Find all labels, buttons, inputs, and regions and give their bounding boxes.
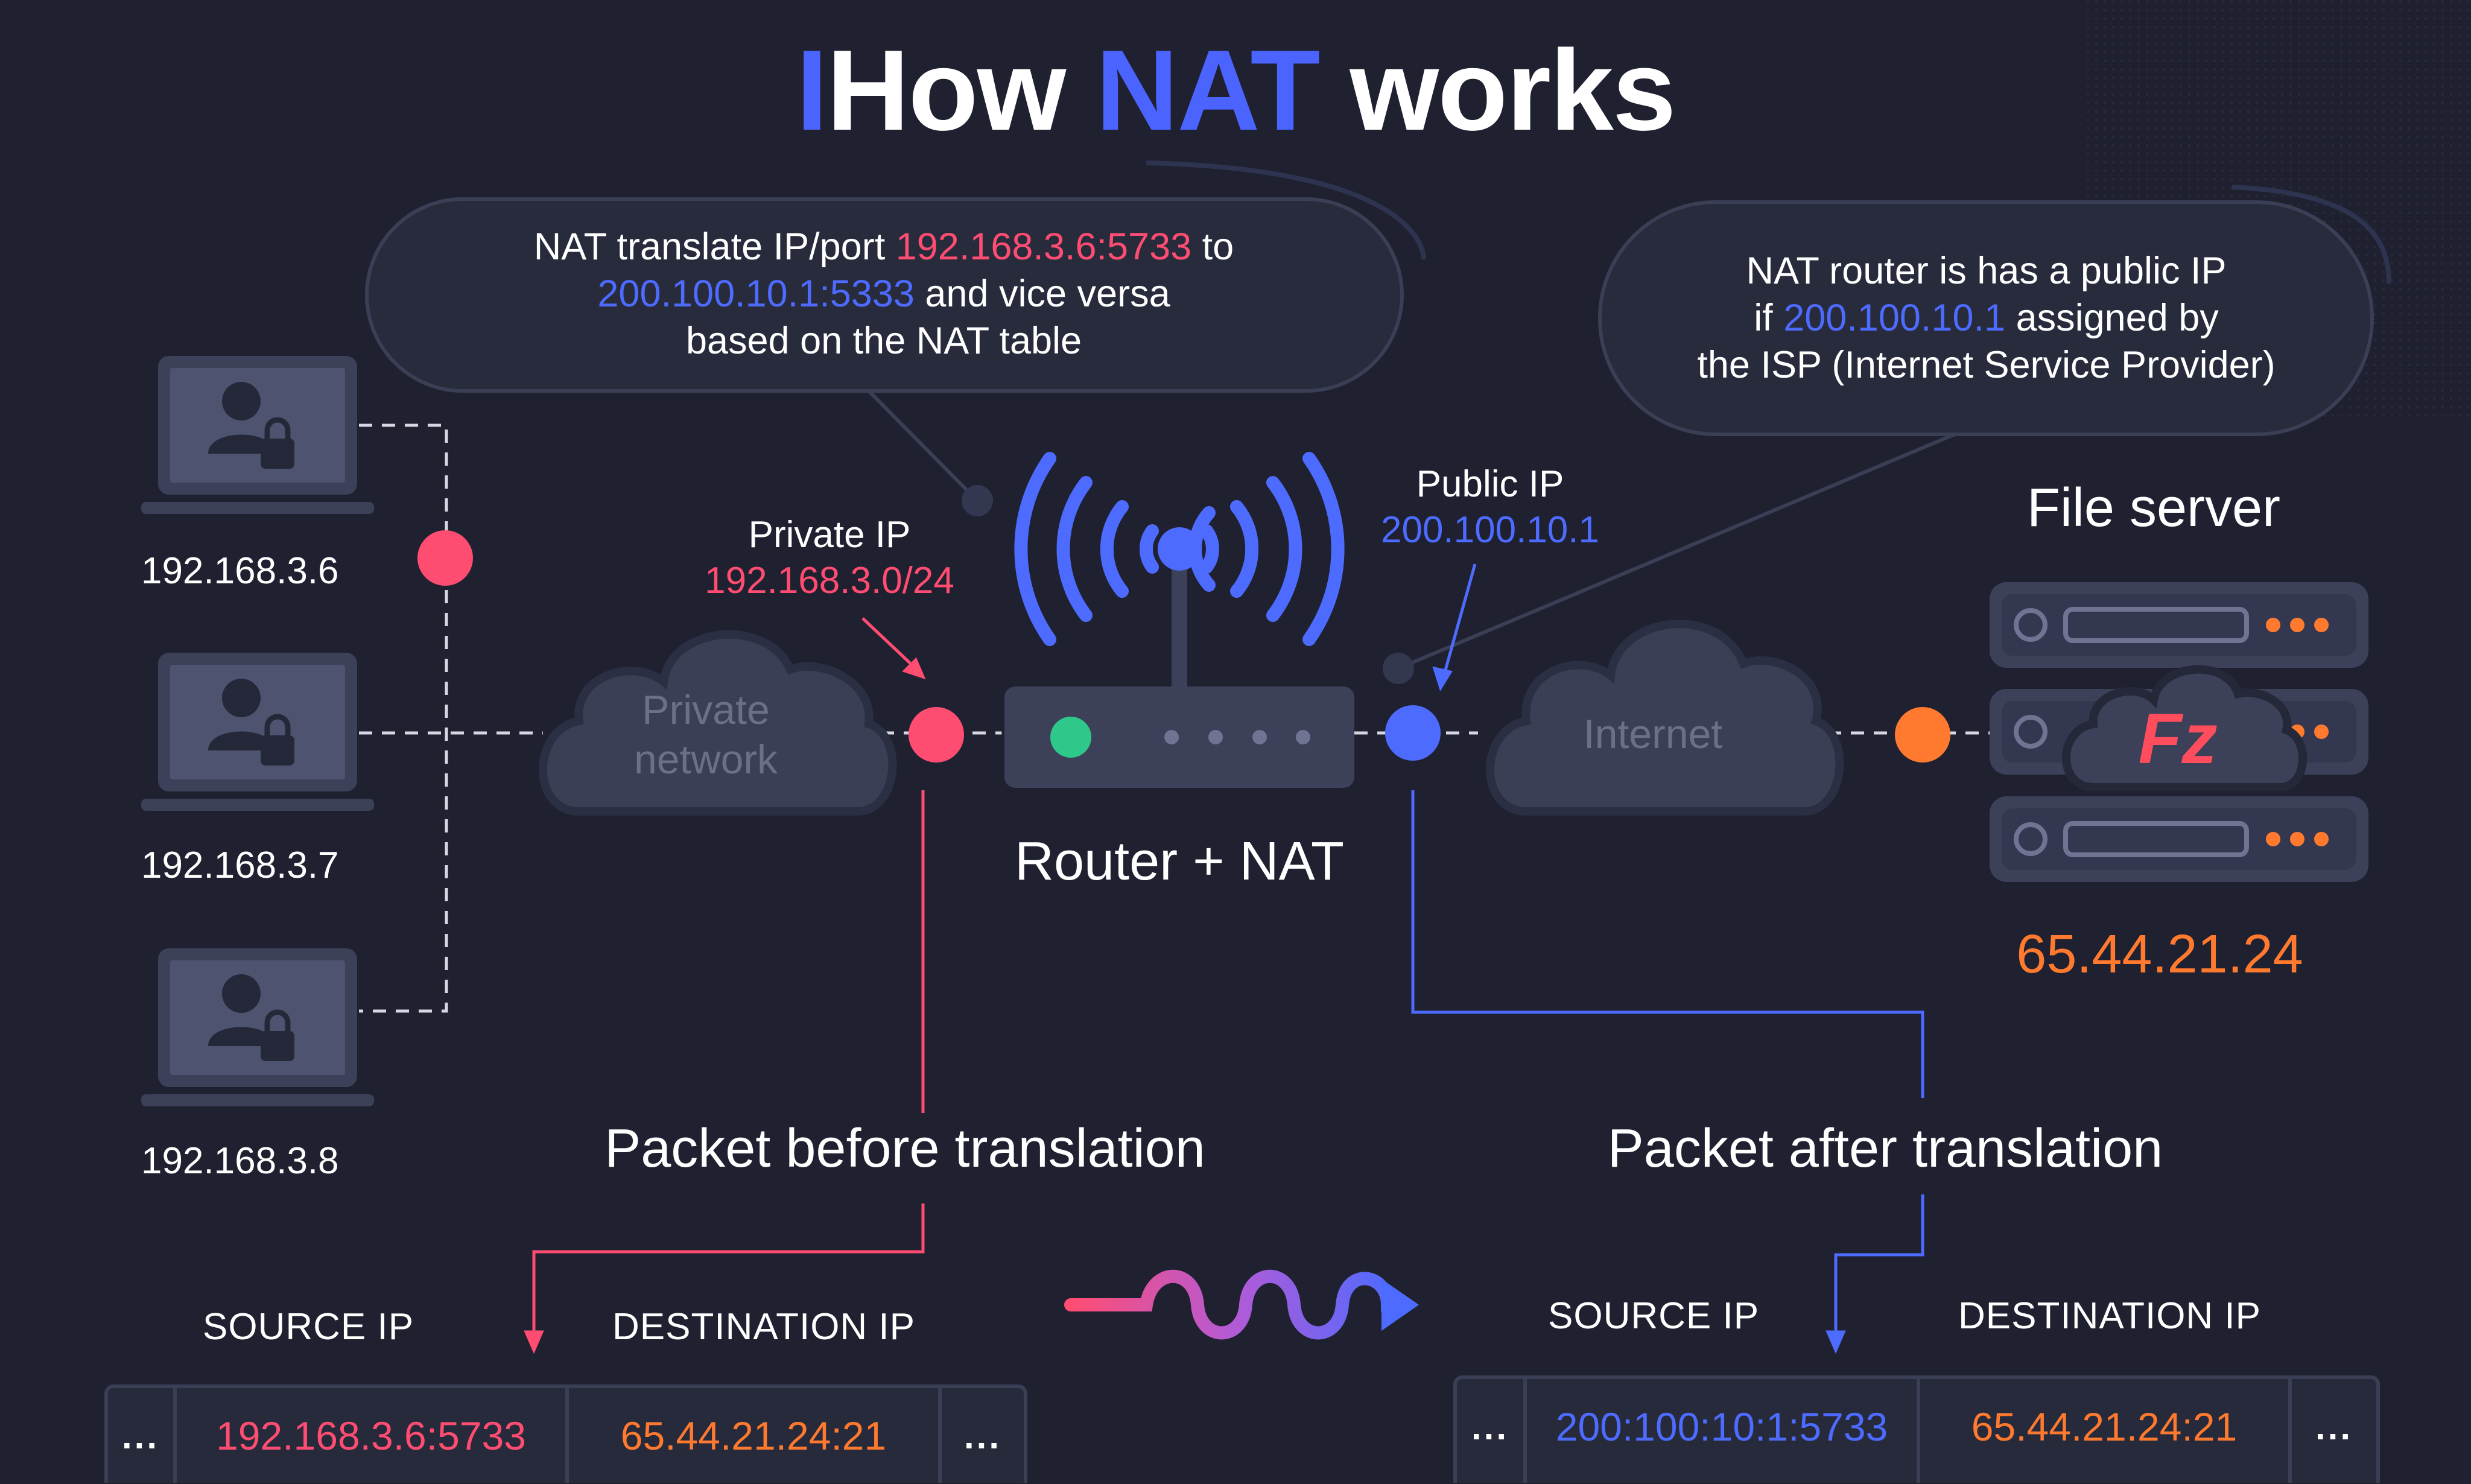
- private-ip-label: Private IP: [748, 514, 911, 556]
- file-server-ip: 65.44.21.24: [2016, 924, 2303, 985]
- router-led-icon: [1050, 717, 1091, 758]
- title-suffix: works: [1319, 27, 1676, 154]
- private-ip-pointer: [861, 617, 926, 680]
- internet-cloud-icon: [1486, 620, 1844, 816]
- callout-left-line1: NAT translate IP/port: [533, 226, 896, 268]
- after-dest-ip: 65.44.21.24:21: [1971, 1404, 2238, 1449]
- callout-right-line1: NAT router is has a public IP: [1746, 250, 2227, 292]
- after-dest-header: DESTINATION IP: [1958, 1295, 2262, 1337]
- private-network-cloud-icon: [539, 630, 897, 816]
- callout-right-line2-start: if: [1754, 297, 1784, 339]
- host-ip-2: 192.168.3.7: [141, 845, 339, 886]
- lan-hub-dot: [417, 530, 473, 586]
- before-dest-ip: 65.44.21.24:21: [620, 1413, 887, 1458]
- internet-label: Internet: [1583, 711, 1723, 757]
- private-port-dot: [909, 707, 964, 763]
- public-ip-pointer: [1432, 563, 1477, 691]
- after-ellipsis-left: ...: [1471, 1406, 1509, 1447]
- router-label: Router + NAT: [1014, 831, 1345, 892]
- private-ip-value: 192.168.3.0/24: [705, 560, 954, 601]
- laptop-icon-3[interactable]: [141, 948, 374, 1106]
- before-ellipsis-right: ...: [963, 1415, 1001, 1456]
- file-server-label: File server: [2026, 478, 2281, 538]
- before-source-ip: 192.168.3.6:5733: [216, 1413, 526, 1458]
- server-port-dot: [1895, 707, 1950, 763]
- callout-right-bubble: [1383, 185, 2391, 684]
- host-ip-3: 192.168.3.8: [141, 1140, 339, 1182]
- laptop-icon-1[interactable]: [141, 356, 374, 514]
- router-icon[interactable]: [1004, 527, 1354, 788]
- title-prefix: How: [826, 27, 1096, 154]
- public-ip-value: 200.100.10.1: [1380, 509, 1599, 551]
- title-cursor: I: [796, 27, 828, 154]
- after-source-header: SOURCE IP: [1548, 1295, 1760, 1337]
- callout-left-public-ip: 200.100.10.1:5333: [597, 273, 915, 315]
- callout-left-line3: based on the NAT table: [685, 320, 1082, 362]
- callout-right-text: NAT router is has a public IP if 200.100…: [1617, 247, 2356, 388]
- packet-before-heading: Packet before translation: [604, 1118, 1205, 1179]
- packet-after-table: [1453, 1375, 2380, 1483]
- callout-left-bubble: [365, 160, 1426, 516]
- packet-after-heading: Packet after translation: [1607, 1118, 2163, 1179]
- filezilla-logo-icon: [2062, 665, 2308, 791]
- callout-right-public-ip: 200.100.10.1: [1783, 297, 2006, 339]
- laptop-icon-2[interactable]: [141, 653, 374, 811]
- packet-before-connector: [524, 790, 925, 1354]
- filezilla-logo-text: Fz: [2138, 699, 2218, 779]
- callout-left-private-ip: 192.168.3.6:5733: [895, 226, 1192, 268]
- after-source-ip: 200:100:10:1:5733: [1555, 1404, 1888, 1449]
- public-port-dot: [1385, 705, 1441, 761]
- packet-before-table: [104, 1384, 1027, 1483]
- callout-left-line1-end: to: [1191, 226, 1234, 268]
- before-source-header: SOURCE IP: [203, 1306, 414, 1348]
- callout-left-text: NAT translate IP/port 192.168.3.6:5733 t…: [386, 223, 1381, 364]
- before-dest-header: DESTINATION IP: [612, 1306, 916, 1348]
- page-title: IHow NAT works: [0, 24, 2471, 157]
- callout-right-line3: the ISP (Internet Service Provider): [1697, 344, 2276, 386]
- callout-left-line2: and vice versa: [914, 273, 1170, 315]
- private-network-label: Private network: [633, 687, 778, 782]
- wifi-signal-icon: [1014, 452, 1345, 646]
- title-accent: NAT: [1096, 27, 1320, 154]
- public-ip-label: Public IP: [1416, 463, 1564, 505]
- after-ellipsis-right: ...: [2315, 1406, 2353, 1447]
- host-ip-1: 192.168.3.6: [141, 550, 339, 592]
- wavy-arrow-icon: [1064, 1269, 1419, 1340]
- packet-after-connector: [1411, 790, 1924, 1354]
- callout-right-line2-end: assigned by: [2005, 297, 2219, 339]
- before-ellipsis-left: ...: [121, 1415, 159, 1456]
